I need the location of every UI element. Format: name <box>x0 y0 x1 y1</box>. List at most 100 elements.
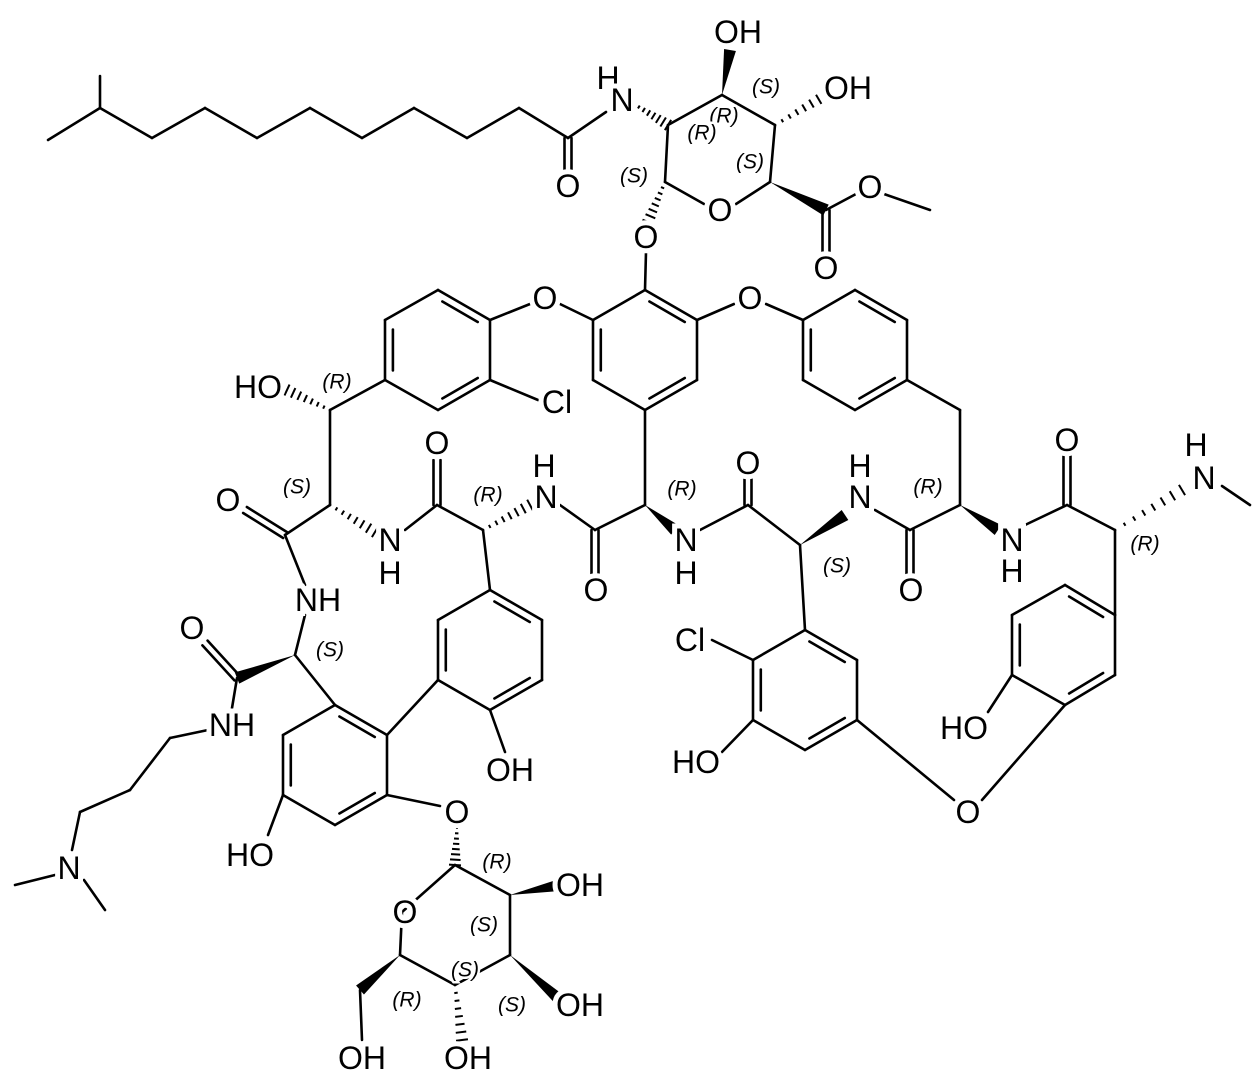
atom-label: O <box>814 250 839 286</box>
atom-label: N <box>57 850 80 886</box>
hash-bond <box>663 180 667 184</box>
atom-label: HO <box>234 369 282 405</box>
bond <box>1067 595 1105 619</box>
bond <box>266 793 285 837</box>
hash-bond <box>651 202 660 208</box>
atom-label: O <box>425 425 450 461</box>
bond <box>648 300 687 324</box>
atom-label: O <box>899 572 924 608</box>
stereo-descriptor: (S) <box>823 555 851 578</box>
stereo-descriptor: (S) <box>470 914 498 937</box>
bond <box>764 302 805 322</box>
hash-bond <box>659 116 667 128</box>
wedge-bond <box>510 955 565 1005</box>
atom-label: OH <box>444 1040 492 1076</box>
hash-bond <box>654 196 661 202</box>
atom-label: NH <box>209 707 255 743</box>
stereo-descriptor: (S) <box>620 165 648 188</box>
bond <box>128 736 172 792</box>
atom-label: N <box>534 479 557 515</box>
atom-label: H <box>1000 553 1023 589</box>
bond <box>1220 484 1252 507</box>
bond <box>338 715 377 739</box>
bond <box>643 250 648 292</box>
bond <box>46 106 102 142</box>
hash-bond <box>315 401 320 407</box>
bond <box>808 716 847 740</box>
bond <box>824 192 858 212</box>
bond <box>150 106 207 140</box>
bond <box>385 678 440 737</box>
bond <box>801 378 857 412</box>
atom-label: O <box>858 169 883 205</box>
stereo-descriptor: (R) <box>392 989 421 1012</box>
bond <box>400 863 457 914</box>
bond <box>882 192 932 212</box>
bond <box>203 106 259 140</box>
stereo-descriptor: (S) <box>283 476 311 499</box>
atom-label: H <box>674 555 697 591</box>
bond <box>241 511 285 540</box>
atom-label: N <box>848 479 871 515</box>
hash-bond <box>455 1022 465 1026</box>
wedge-bond <box>356 955 400 995</box>
bond <box>666 93 724 127</box>
bond <box>453 953 512 987</box>
bond <box>383 288 440 322</box>
bond <box>293 653 337 707</box>
atom-label: H <box>532 448 555 484</box>
hash-bond <box>526 499 534 511</box>
bond <box>746 503 802 547</box>
bond <box>695 302 736 322</box>
bond <box>328 378 387 412</box>
bond <box>698 503 750 532</box>
stereo-descriptor: (R) <box>687 122 716 145</box>
bond <box>720 93 777 127</box>
atom-label: H <box>848 448 871 484</box>
bond <box>281 793 337 827</box>
hash-bond <box>1132 515 1137 522</box>
hash-bond <box>500 516 506 523</box>
bond <box>283 533 307 587</box>
bond <box>13 873 57 887</box>
bond <box>398 910 404 957</box>
bond <box>488 588 544 622</box>
hash-bond <box>787 113 792 120</box>
bond <box>734 180 772 206</box>
hash-bond <box>507 511 513 520</box>
bond <box>905 378 962 412</box>
bond <box>853 378 909 412</box>
atom-label: O <box>180 610 205 646</box>
hash-bond <box>334 506 339 511</box>
hash-bond <box>371 526 379 538</box>
bond <box>558 302 595 322</box>
stereo-descriptor: (S) <box>752 76 780 99</box>
hash-bond <box>352 516 359 525</box>
atom-label: N <box>1192 460 1215 496</box>
stereo-descriptor: (R) <box>482 851 511 874</box>
atom-label: N <box>1000 522 1023 558</box>
hash-bond <box>455 1030 467 1034</box>
bond <box>333 703 389 737</box>
hash-bond <box>488 524 492 529</box>
bond <box>591 288 647 322</box>
bond <box>488 708 507 754</box>
bond <box>78 788 132 814</box>
atom-label: O <box>393 894 418 930</box>
hash-bond <box>1122 522 1127 527</box>
bond <box>465 106 521 140</box>
hash-bond <box>322 405 326 410</box>
stereo-descriptor: (S) <box>736 151 764 174</box>
wedge-bond <box>645 505 679 535</box>
atom-label: O <box>1055 422 1080 458</box>
hash-bond <box>780 118 785 123</box>
bond <box>853 288 909 322</box>
bond <box>488 378 540 402</box>
bond <box>82 878 107 912</box>
bond <box>493 600 532 624</box>
bond <box>1063 583 1117 617</box>
atom-label: H <box>1184 427 1207 463</box>
